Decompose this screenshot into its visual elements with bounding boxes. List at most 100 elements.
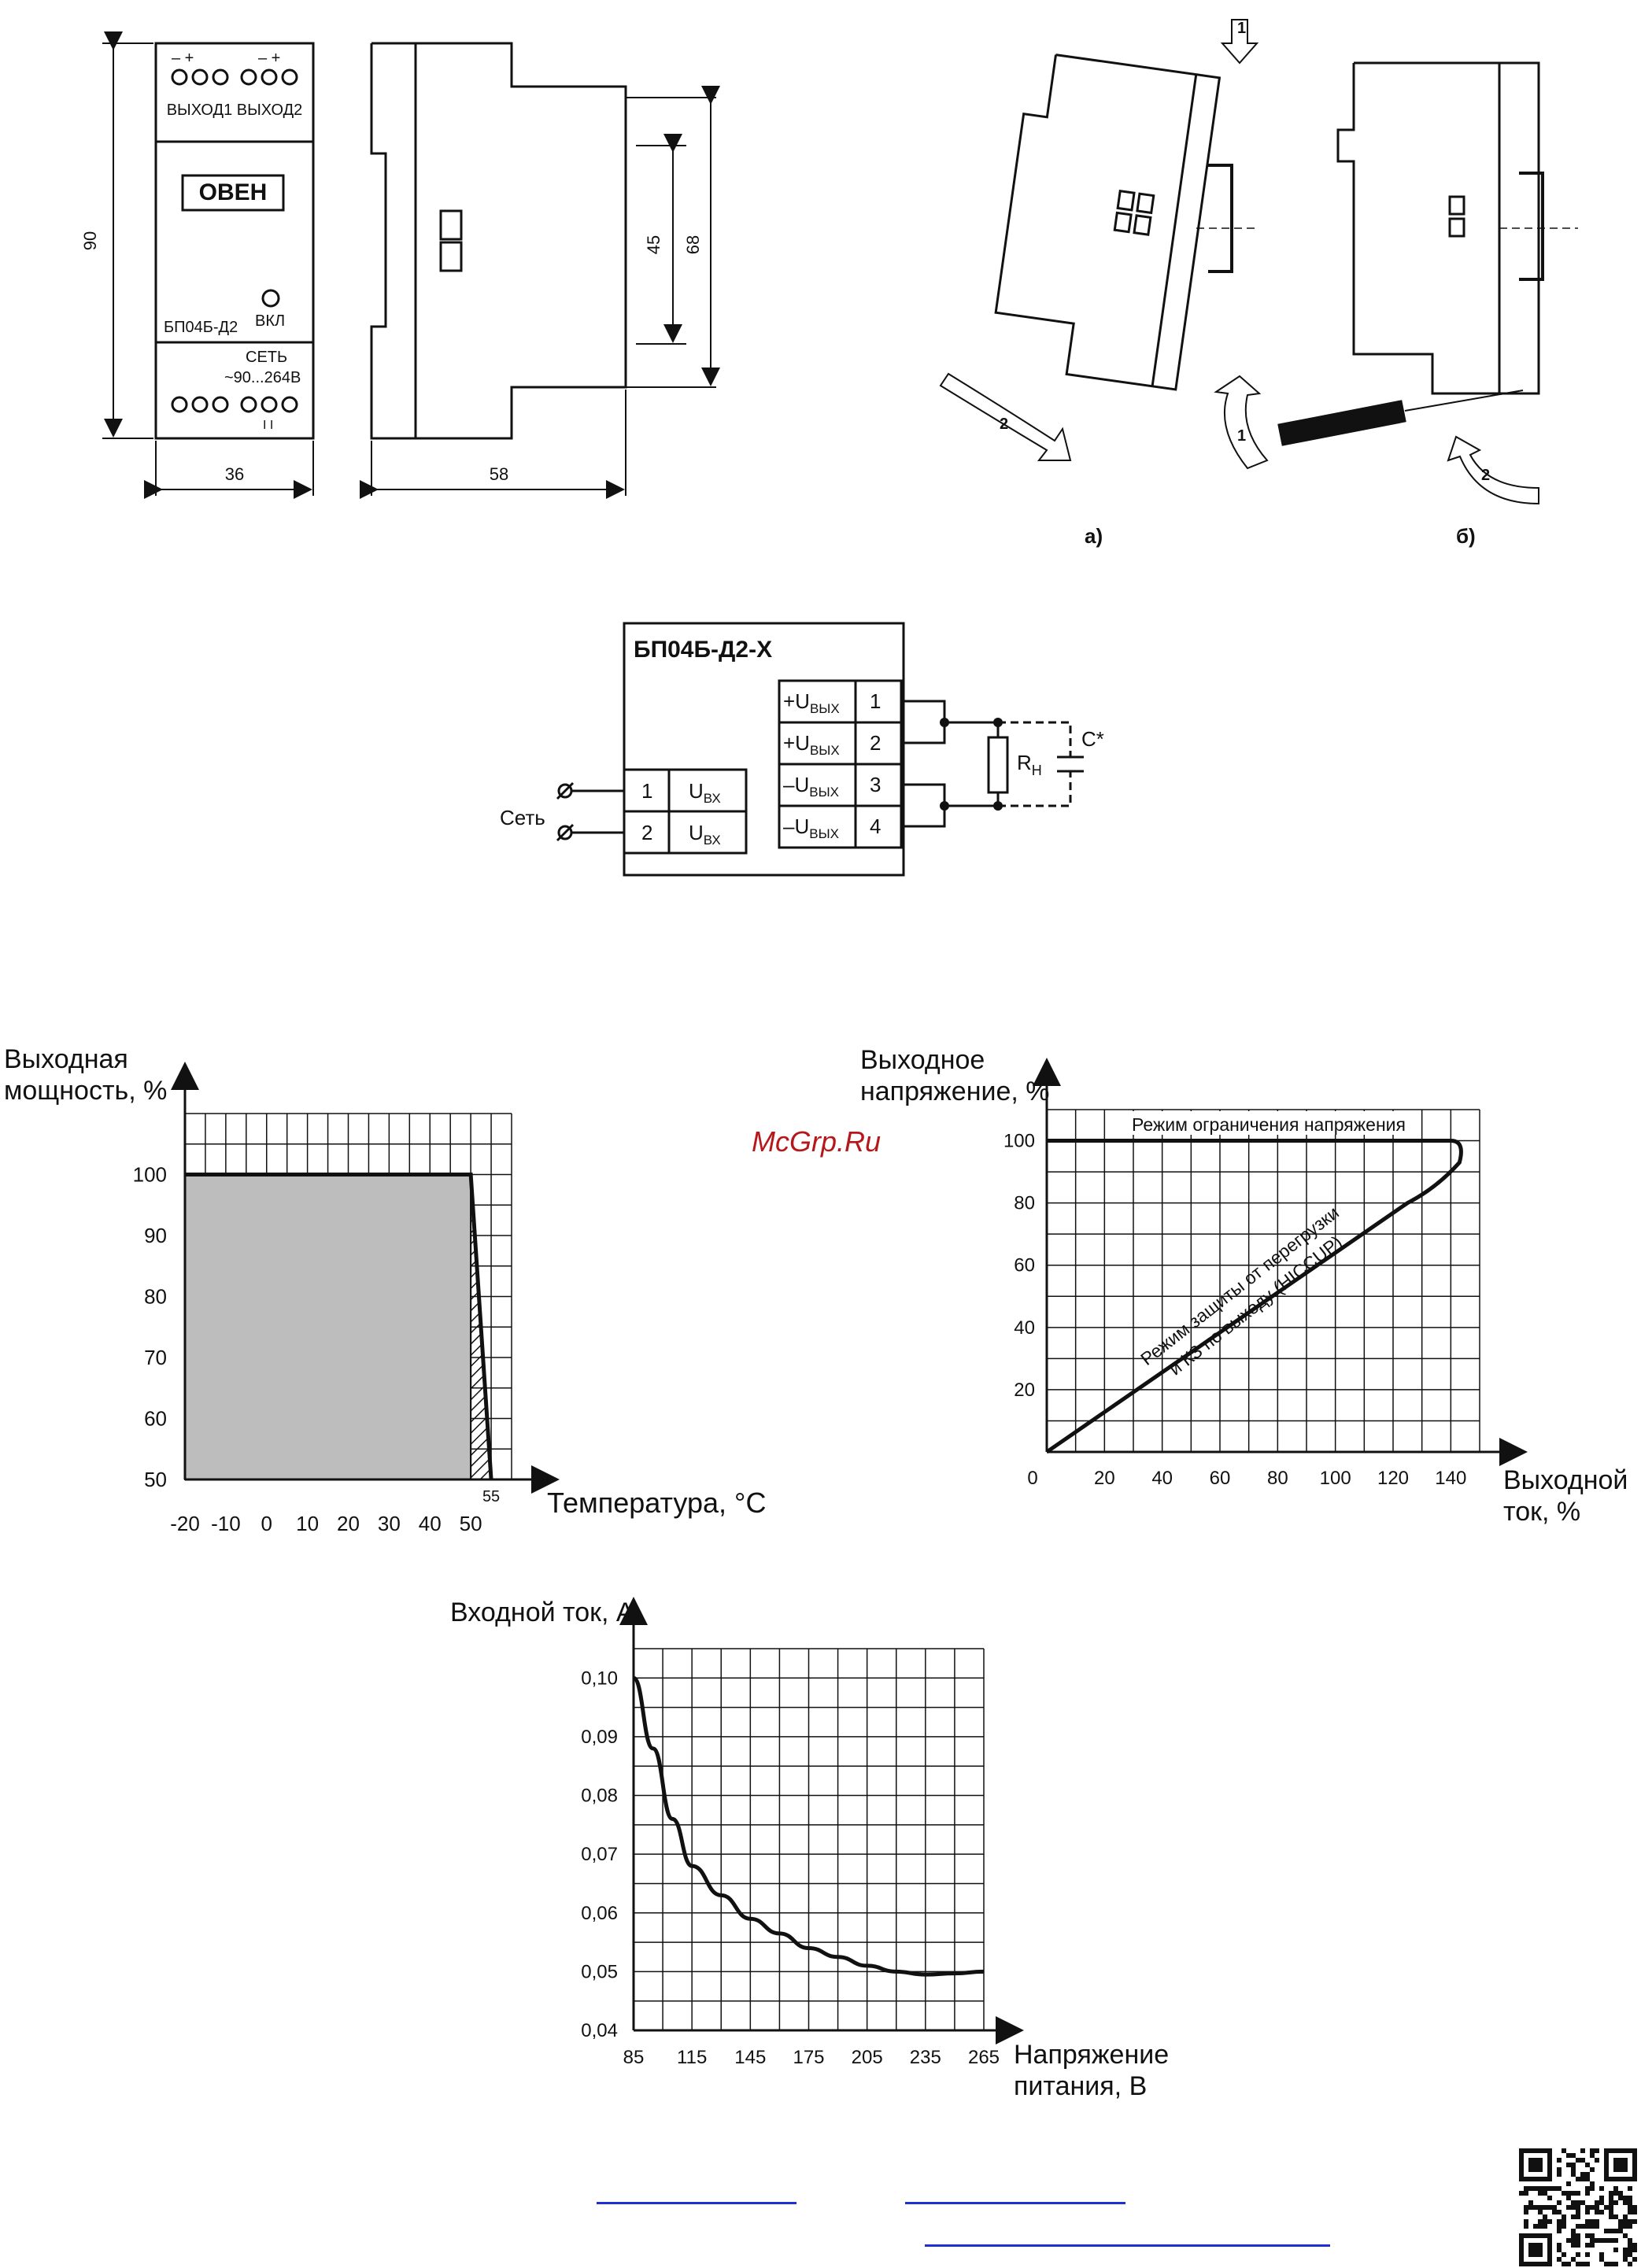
x-tick-label: 145 xyxy=(734,2047,766,2068)
qr-module xyxy=(1576,2158,1580,2163)
annotation-bg xyxy=(1127,1111,1410,1135)
qr-module xyxy=(1571,2200,1576,2205)
qr-module xyxy=(1632,2248,1637,2252)
qr-module xyxy=(1576,2200,1580,2205)
x-axis-label-2: ток, % xyxy=(1503,1497,1580,1527)
dimension-width xyxy=(144,441,314,499)
qr-module xyxy=(1585,2186,1590,2191)
y-tick-label: 0,04 xyxy=(581,2020,618,2041)
qr-module xyxy=(1590,2238,1595,2243)
qr-module xyxy=(1595,2158,1599,2163)
qr-module xyxy=(1519,2191,1524,2196)
qr-module xyxy=(1590,2224,1595,2229)
qr-module xyxy=(1543,2191,1547,2196)
qr-module xyxy=(1557,2243,1562,2248)
footer-link-3[interactable] xyxy=(925,2244,1330,2247)
qr-module xyxy=(1632,2257,1637,2262)
footer-link-2[interactable] xyxy=(905,2202,1125,2204)
qr-module xyxy=(1543,2219,1547,2224)
qr-module xyxy=(1604,2238,1609,2243)
y-tick-label: 60 xyxy=(1014,1255,1035,1276)
y-tick-label: 90 xyxy=(144,1224,167,1247)
qr-module xyxy=(1628,2186,1632,2191)
qr-module xyxy=(1609,2262,1613,2266)
qr-module xyxy=(1590,2167,1595,2172)
qr-module xyxy=(1604,2229,1609,2233)
y-tick-label: 60 xyxy=(144,1407,167,1431)
qr-module xyxy=(1623,2214,1628,2219)
x-extra-tick-label: 55 xyxy=(482,1488,500,1505)
qr-module xyxy=(1580,2148,1585,2153)
x-tick-label: 60 xyxy=(1210,1468,1231,1489)
dim-90: 90 xyxy=(80,231,100,250)
qr-module xyxy=(1585,2163,1590,2167)
qr-module xyxy=(1538,2191,1543,2196)
x-tick-label: 265 xyxy=(968,2047,1000,2068)
qr-module xyxy=(1571,2167,1576,2172)
qr-module xyxy=(1632,2243,1637,2248)
x-tick-label: 80 xyxy=(1267,1468,1288,1489)
qr-module xyxy=(1623,2219,1628,2224)
qr-module xyxy=(1576,2177,1580,2181)
dim-45: 45 xyxy=(644,235,663,254)
qr-module xyxy=(1613,2200,1618,2205)
qr-module xyxy=(1524,2205,1528,2210)
qr-module xyxy=(1599,2238,1604,2243)
qr-module xyxy=(1623,2224,1628,2229)
qr-module xyxy=(1595,2224,1599,2229)
output-pin-4: 4 xyxy=(870,814,881,838)
x-tick-label: 50 xyxy=(460,1512,482,1535)
output-labels: ВЫХОД1 ВЫХОД2 xyxy=(167,102,303,119)
step-1-b: 1 xyxy=(1237,427,1246,445)
qr-module xyxy=(1571,2191,1576,2196)
qr-module xyxy=(1547,2205,1552,2210)
qr-module xyxy=(1566,2153,1571,2158)
x-tick-label: 175 xyxy=(793,2047,824,2068)
qr-module xyxy=(1576,2252,1580,2257)
y-tick-label: 0,10 xyxy=(581,1668,618,1689)
qr-module xyxy=(1538,2219,1543,2224)
qr-finder-core xyxy=(1613,2158,1628,2172)
y-axis-label-1: Выходная xyxy=(4,1044,128,1074)
qr-module xyxy=(1571,2205,1576,2210)
qr-module xyxy=(1590,2181,1595,2186)
qr-module xyxy=(1628,2248,1632,2252)
qr-module xyxy=(1571,2172,1576,2177)
step-2-b: 2 xyxy=(1481,467,1490,484)
qr-module xyxy=(1557,2224,1562,2229)
polarity-left: – + xyxy=(172,50,194,67)
qr-module xyxy=(1609,2238,1613,2243)
qr-module xyxy=(1628,2238,1632,2243)
owen-logo-frame xyxy=(181,174,285,212)
qr-module xyxy=(1618,2196,1623,2200)
qr-module xyxy=(1585,2233,1590,2238)
qr-module xyxy=(1538,2186,1543,2191)
qr-module xyxy=(1552,2186,1557,2191)
qr-module xyxy=(1585,2224,1590,2229)
x-tick-label: -10 xyxy=(211,1512,241,1535)
qr-module xyxy=(1533,2224,1538,2229)
y-tick-label: 0,06 xyxy=(581,1903,618,1924)
annotation-hiccup-2: и КЗ по выходу (HICCUP) xyxy=(1165,1232,1346,1380)
footer-link-1[interactable] xyxy=(597,2202,796,2204)
qr-module xyxy=(1628,2262,1632,2266)
qr-module xyxy=(1618,2191,1623,2196)
qr-module xyxy=(1557,2219,1562,2224)
qr-module xyxy=(1576,2233,1580,2238)
output-label-3: –UВЫХ xyxy=(783,773,839,800)
dimension-height xyxy=(102,31,153,439)
qr-module xyxy=(1585,2262,1590,2266)
device-front-text: – + – + ВЫХОД1 ВЫХОД2 ОВЕН БП04Б-Д2 ВКЛ … xyxy=(164,50,302,432)
qr-module xyxy=(1576,2210,1580,2214)
qr-module xyxy=(1590,2243,1595,2248)
qr-module xyxy=(1557,2167,1562,2172)
output-label-1: +UВЫХ xyxy=(783,689,840,716)
qr-module xyxy=(1590,2148,1595,2153)
qr-module xyxy=(1571,2153,1576,2158)
qr-module xyxy=(1609,2229,1613,2233)
qr-module xyxy=(1524,2219,1528,2224)
qr-module xyxy=(1562,2148,1566,2153)
qr-module xyxy=(1628,2219,1632,2224)
qr-module xyxy=(1557,2257,1562,2262)
